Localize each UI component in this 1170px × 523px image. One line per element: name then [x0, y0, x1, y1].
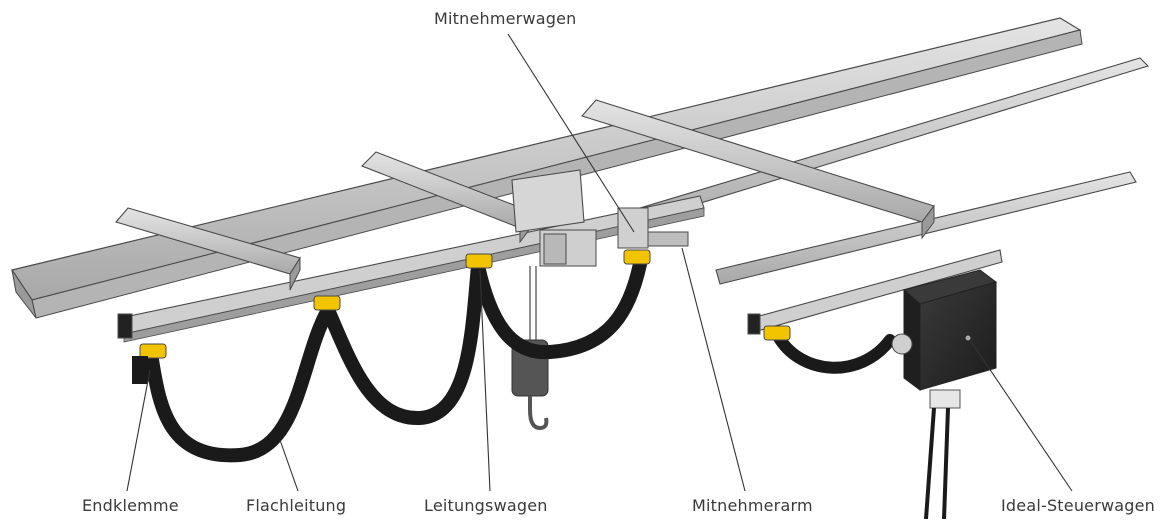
flat-cable-loops	[145, 257, 896, 463]
leader-endklemme	[126, 369, 151, 492]
hoist-carriage	[511, 169, 597, 431]
label-ideal-steuerwagen: Ideal-Steuerwagen	[1001, 496, 1156, 515]
leader-mitnehmerarm	[681, 247, 746, 492]
control-box	[891, 269, 998, 520]
leader-flachleitung	[279, 439, 299, 492]
label-endklemme: Endklemme	[82, 496, 179, 515]
label-leitungswagen: Leitungswagen	[424, 496, 548, 515]
leader-ideal-steuerwagen	[969, 339, 1073, 492]
right-festoon-track	[747, 249, 1003, 335]
label-mitnehmerwagen: Mitnehmerwagen	[434, 9, 577, 28]
label-flachleitung: Flachleitung	[246, 496, 347, 515]
leader-leitungswagen	[479, 269, 491, 492]
leader-mitnehmerwagen	[507, 33, 635, 233]
driver-carriage	[617, 207, 689, 249]
cross-beam-right	[581, 99, 935, 240]
cable-clamps	[139, 249, 791, 359]
leader-lines	[126, 33, 1073, 492]
end-clamp-tail	[132, 356, 148, 384]
label-mitnehmerarm: Mitnehmerarm	[692, 496, 813, 515]
cross-beam-left	[115, 207, 301, 291]
